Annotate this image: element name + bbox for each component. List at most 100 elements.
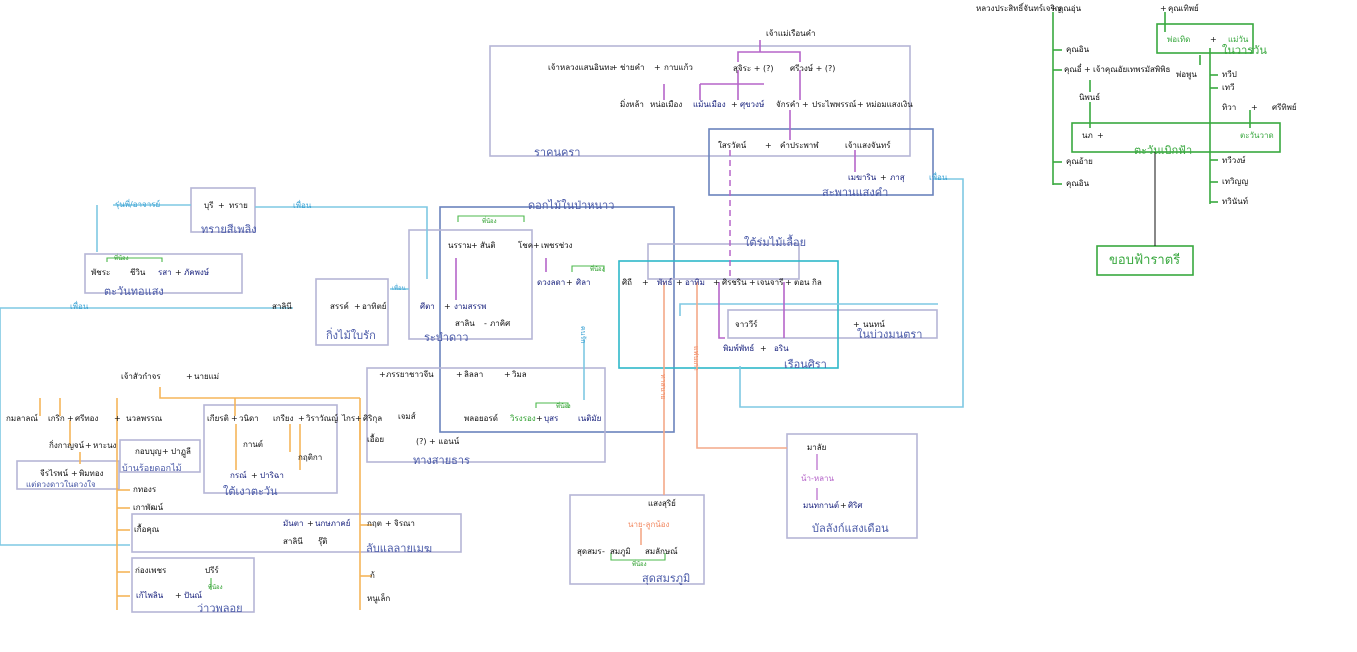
node-kiatti: เกียรติ xyxy=(207,414,229,423)
node-nan: นภ xyxy=(1082,131,1093,140)
group-title-kingmai: กิ่งไม้ใบรัก xyxy=(326,329,376,342)
box-rabam xyxy=(408,229,533,340)
node-chao-saeng: เจ้าแสงจันทร์ xyxy=(845,141,891,150)
box-banlang xyxy=(786,433,918,539)
plus-33: + xyxy=(385,519,392,528)
node-sithong: ศรีทอง xyxy=(75,414,99,423)
node-montharn: มนทกานต์ xyxy=(803,501,840,510)
node-khun-un: คุณอุ่น xyxy=(1058,4,1082,13)
node-unknown-ann: (?) + แอนน์ xyxy=(416,437,460,446)
node-sai: ทราย xyxy=(229,201,248,210)
group-title-taireum: ใต้ร่มไม้เลื้อย xyxy=(744,236,807,249)
plus-18: + xyxy=(749,278,756,287)
node-khamprapha: คำประพาฬ xyxy=(780,141,819,150)
rel-master: นาย-ลูกน้อง xyxy=(628,520,670,529)
group-title-tawan: ตะวันทอแสง xyxy=(104,285,164,298)
group-title-saphan: สะพานแสงคำ xyxy=(822,186,889,199)
node-silas: ศิลา xyxy=(576,278,591,287)
node-phat: พัทธ์ xyxy=(657,278,673,287)
box-nai-buang xyxy=(727,309,938,339)
node-san: สันติ xyxy=(480,241,496,250)
node-siti: ศิถี xyxy=(622,278,632,287)
plus-41: + xyxy=(1160,4,1167,13)
node-nomueang: หน่อเมือง xyxy=(650,100,683,109)
group-title-sutsamon: สุดสมรภูมิ xyxy=(642,572,691,585)
box-sai xyxy=(190,187,256,233)
plus-28: + xyxy=(231,414,238,423)
node-phimthong: พิมทอง xyxy=(79,469,104,478)
node-somlak: สมลักษณ์ xyxy=(645,547,678,556)
rel-sibling-6: พี่น้อง xyxy=(632,561,647,568)
plus-3: + xyxy=(731,100,738,109)
box-dokmai xyxy=(439,206,675,433)
node-kot: กฤต xyxy=(367,519,382,528)
rel-sibling-1: พี่น้อง xyxy=(114,255,129,262)
node-kothong: กทองร xyxy=(133,485,157,494)
box-tawan-bik xyxy=(1071,122,1281,153)
group-title-rae-duang: แต่ดวงดาวในดวงใจ xyxy=(26,480,96,489)
node-salini: สาลินี xyxy=(272,302,292,311)
node-nulek: หนูเล็ก xyxy=(367,594,391,603)
node-sonphum: สมภูมิ xyxy=(610,547,631,556)
dash-1: - xyxy=(484,319,487,328)
node-phoethit: พ่อเทิด xyxy=(1167,35,1191,44)
box-rae-duang xyxy=(16,460,120,490)
node-kon2: ไกร xyxy=(342,414,356,423)
node-tonkil: ตอน กิล xyxy=(794,278,822,287)
node-jamsi: เจมส์ xyxy=(398,412,416,421)
node-saengsuri: แสงสุริย์ xyxy=(648,499,676,508)
node-kaephlin: เก้ไพลิน xyxy=(136,591,164,600)
rel-friend-3: เพื่อน xyxy=(392,285,406,292)
node-kingkanya: กิ่งกาญจน์ xyxy=(49,441,85,450)
node-tawan-wat: ตะวันวาด xyxy=(1240,131,1274,140)
rel-sibling-4: พี่น้อง xyxy=(208,584,223,591)
node-phosun: พ่อพูน xyxy=(1176,70,1197,79)
node-phatphong: ภัคพงษ์ xyxy=(184,268,210,277)
node-watika: วนิดา xyxy=(239,414,259,423)
node-maewan: แม่วัน xyxy=(1228,35,1249,44)
node-phatchara: พัชระ xyxy=(91,268,111,277)
node-netthiya: เนติมัย xyxy=(578,414,602,423)
node-chao-luang: เจ้าหลวงแสนอินทะ xyxy=(548,63,614,72)
node-rut: รุ๊ติ xyxy=(318,537,328,546)
node-siri: ศิริศ xyxy=(848,501,863,510)
plus-10: + xyxy=(354,302,361,311)
node-lila: ลิลลา xyxy=(464,370,484,379)
node-pris: ปรีร์ xyxy=(205,566,219,575)
node-narin: นรราม xyxy=(448,241,472,250)
node-jakkham: จักรคำ xyxy=(776,100,800,109)
node-plaen: ปันณ์ xyxy=(184,591,202,600)
node-nuanphan: นวลพรรณ xyxy=(126,414,163,423)
node-sairat: ใสรวัตน์ xyxy=(718,141,747,150)
plus-7: + xyxy=(880,173,887,182)
plus-2: + xyxy=(654,63,661,72)
rel-ex: แฟนเก่า xyxy=(692,346,700,371)
plus-14: + xyxy=(444,302,451,311)
node-chaikham: ช่ายคำ xyxy=(620,63,645,72)
node-sirikul: ศิริกุล xyxy=(363,414,383,423)
plus-6: + xyxy=(765,141,772,150)
plus-8: + xyxy=(218,201,225,210)
node-buri: บุรี xyxy=(204,201,214,210)
dash-2: - xyxy=(602,547,605,556)
node-arthit: อาทิตย์ xyxy=(362,302,387,311)
node-nomsaeng: หม่อมแสงเงิน xyxy=(866,100,913,109)
plus-29: + xyxy=(298,414,305,423)
node-konphet: ก่องเพชร xyxy=(135,566,167,575)
node-thawiwong: ทวีวงษ์ xyxy=(1222,156,1246,165)
group-title-nai-buang: ในบ่วงมนตรา xyxy=(857,328,923,341)
node-phan-yao: ภรรยาชาวจีน xyxy=(386,370,434,379)
box-kingmai xyxy=(315,278,389,346)
node-eua: เอื้อย xyxy=(367,435,385,444)
node-phetchuang: เพชรช่วง xyxy=(541,241,573,250)
rel-friend-saphan: เพื่อน xyxy=(929,173,948,182)
plus-27: + xyxy=(162,447,169,456)
node-kotchaphon: กอบบุญ xyxy=(135,447,162,456)
plus-11: + xyxy=(471,241,478,250)
plus-37: + xyxy=(504,370,511,379)
plus-44: + xyxy=(1251,103,1258,112)
group-title-lap-lae: ลับแลลายเมฆ xyxy=(366,542,433,555)
node-nai-mae: นายแม่ xyxy=(194,372,220,381)
node-wimon: วิมล xyxy=(512,370,527,379)
node-chao-khun: เจ้าคุณอัยเทพรมัสพิพิธ xyxy=(1093,65,1171,74)
